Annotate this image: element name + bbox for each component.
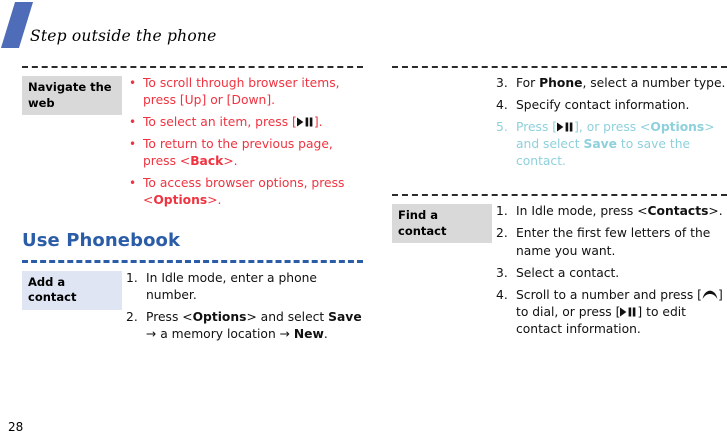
label-cell: Add a contact — [22, 263, 122, 310]
body-text: For — [516, 76, 540, 90]
label-cell — [392, 68, 492, 84]
step-number: 1. — [496, 204, 508, 219]
body-text: ], or press < — [574, 120, 651, 135]
page-number: 28 — [8, 420, 24, 434]
body-text: > and select — [516, 120, 715, 152]
emphasis-text: Contacts — [647, 204, 709, 219]
bullet-marker: • — [129, 176, 137, 191]
section-navigate-web: Navigate the web • To scroll through brow… — [22, 68, 363, 215]
emphasis-text: Back — [190, 154, 224, 169]
emphasis-text: Save — [328, 309, 362, 324]
body-text: To select an item, press [ — [143, 115, 297, 130]
bullet-item: • To return to the previous page, press <… — [126, 136, 363, 170]
body-text: >. — [207, 193, 222, 208]
body-cell: • To scroll through browser items, press … — [122, 68, 363, 215]
page-title: Step outside the phone — [30, 27, 217, 45]
body-text: Press < — [146, 309, 193, 324]
step-number: 3. — [496, 265, 508, 280]
bullet-item: • To access browser options, press <Optio… — [126, 175, 363, 209]
right-column: 3. For Phone, select a number type. 4. Spec… — [392, 66, 727, 343]
heading-use-phonebook: Use Phonebook — [22, 229, 181, 251]
body-text: >. — [708, 204, 723, 219]
call-key-icon — [702, 290, 718, 300]
body-text: Enter the first few letters of the name … — [516, 226, 711, 258]
emphasis-text: Options — [650, 120, 705, 135]
label-empty — [392, 76, 492, 84]
step-item: 2. Enter the first few letters of the nam… — [496, 225, 727, 259]
body-text: >. — [223, 154, 238, 169]
step-number: 3. — [496, 76, 508, 90]
add-contact-continued-step-list: 3. For Phone, select a number type. 4. Spec… — [496, 75, 727, 170]
label-navigate-the-web: Navigate the web — [22, 76, 122, 116]
step-item: 4. Scroll to a number and press [] to dia… — [496, 287, 727, 338]
play-pause-key-icon — [557, 122, 574, 132]
body-text: ] to edit contact information. — [516, 304, 686, 336]
label-cell: Find a contact — [392, 196, 492, 244]
step-item: 4. Specify contact information. — [496, 97, 727, 114]
label-cell: Navigate the web — [22, 68, 122, 116]
body-text: Press [ — [516, 120, 558, 135]
left-column: Navigate the web • To scroll through brow… — [22, 66, 363, 348]
step-number: 4. — [496, 287, 508, 302]
body-text: In Idle mode, enter a phone number. — [146, 270, 317, 302]
step-item: 1. In Idle mode, press <Contacts>. — [496, 203, 727, 220]
bullet-marker: • — [129, 137, 137, 152]
body-text: Select a contact. — [516, 265, 620, 280]
body-text: , select a number type. — [582, 76, 726, 90]
body-cell: 1. In Idle mode, press <Contacts>. 2. Enter… — [492, 196, 727, 343]
find-contact-step-list: 1. In Idle mode, press <Contacts>. 2. Enter… — [496, 203, 727, 338]
section-divider — [392, 194, 727, 197]
section-divider — [22, 66, 363, 68]
play-pause-key-icon — [296, 117, 314, 127]
step-item: 1. In Idle mode, enter a phone number. — [126, 270, 363, 304]
bullet-marker: • — [129, 115, 137, 130]
body-text: Specify contact information. — [516, 98, 690, 113]
page-header: Step outside the phone — [0, 0, 727, 60]
emphasis-text: New — [293, 326, 324, 341]
label-add-a-contact: Add a contact — [22, 270, 122, 310]
header-accent-slash-icon — [0, 2, 34, 48]
emphasis-text: Save — [583, 137, 618, 152]
body-text: To scroll through browser items, press [… — [143, 76, 340, 108]
step-number: 1. — [126, 270, 138, 285]
step-number: 2. — [126, 309, 138, 324]
section-add-contact-continued: 3. For Phone, select a number type. 4. Spec… — [392, 68, 727, 175]
body-cell: 3. For Phone, select a number type. 4. Spec… — [492, 68, 727, 175]
body-text: ]. — [313, 115, 323, 130]
step-number: 5. — [496, 120, 508, 135]
step-number: 4. — [496, 98, 508, 113]
emphasis-text: Options — [153, 193, 208, 208]
bullet-item: • To select an item, press []. — [126, 114, 363, 131]
section-divider — [392, 66, 727, 68]
body-text: to save the contact. — [516, 137, 691, 169]
step-item: 5. Press [ ], or press <Options> and selec… — [496, 119, 727, 170]
section-add-contact: Add a contact 1. In Idle mode, enter a ph… — [22, 263, 363, 348]
play-pause-key-icon — [620, 307, 637, 317]
bullet-marker: • — [129, 76, 137, 90]
body-text: Scroll to a number and press [ — [516, 287, 702, 302]
navigate-web-bullet-list: • To scroll through browser items, press … — [126, 75, 363, 210]
label-find-a-contact: Find a contact — [392, 204, 492, 244]
body-cell: 1. In Idle mode, enter a phone number. 2. P… — [122, 263, 363, 348]
emphasis-text: Phone — [539, 76, 583, 90]
emphasis-text: Options — [192, 309, 247, 324]
add-contact-step-list: 1. In Idle mode, enter a phone number. 2. P… — [126, 270, 363, 343]
body-text: ] to dial, or press [ — [516, 287, 723, 319]
section-find-contact: Find a contact 1. In Idle mode, press <Co… — [392, 196, 727, 343]
step-item: 3. For Phone, select a number type. — [496, 75, 727, 92]
step-item: 3. Select a contact. — [496, 265, 727, 282]
step-number: 2. — [496, 226, 508, 241]
body-text: To return to the previous page, press < — [143, 137, 333, 169]
step-item: 2. Press <Options> and select Save → a me… — [126, 309, 363, 343]
section-divider-blue — [22, 259, 363, 263]
body-text: In Idle mode, press < — [516, 204, 648, 219]
body-text: To access browser options, press < — [143, 176, 345, 208]
body-text: . — [323, 326, 328, 341]
bullet-item: • To scroll through browser items, press … — [126, 75, 363, 109]
body-text: > and select — [246, 309, 329, 324]
body-text: → a memory location → — [146, 326, 294, 341]
